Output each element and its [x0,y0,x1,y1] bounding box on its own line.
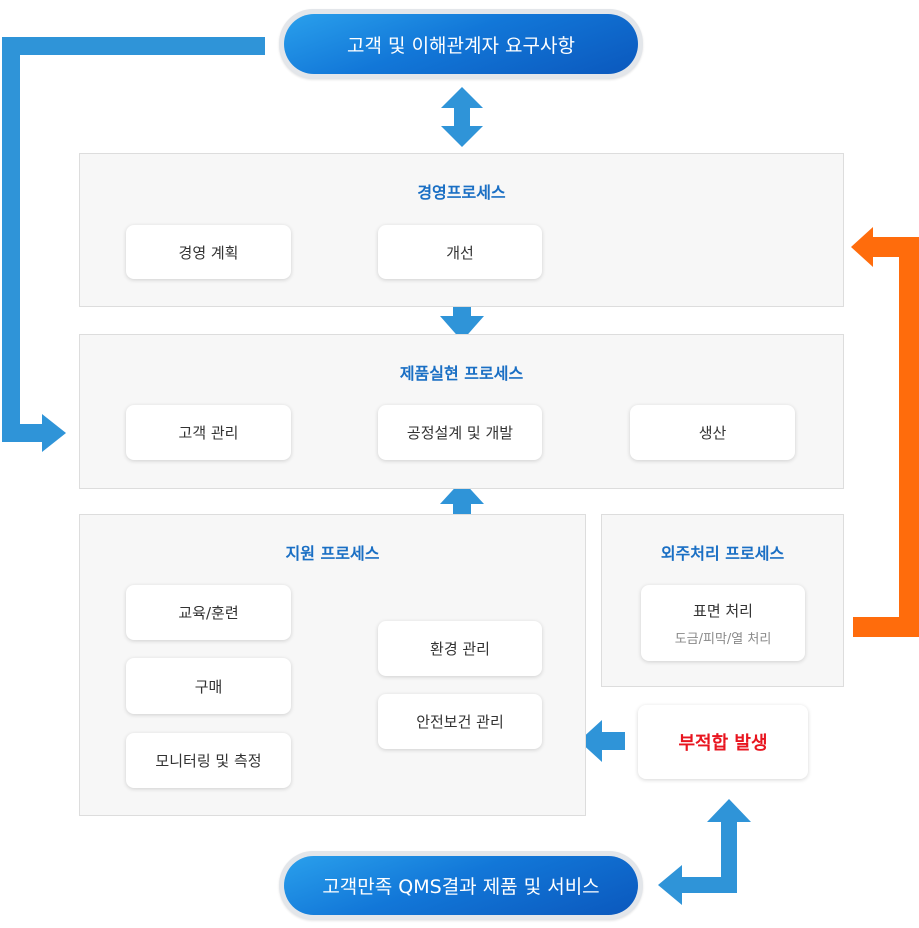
support-box-safety-label: 안전보건 관리 [416,713,504,731]
management-box-improve: 개선 [378,225,542,279]
support-box-training-label: 교육/훈련 [178,604,239,622]
bottom-pill-label: 고객만족 QMS결과 제품 및 서비스 [284,856,638,915]
realization-box-customer-label: 고객 관리 [178,424,239,442]
double-arrow-down-head [441,126,483,147]
down-arrow-head [440,316,484,341]
up-arrow-head [440,480,484,504]
bottom-pill: 고객만족 QMS결과 제품 및 서비스 [279,851,643,920]
outsourcing-box-title: 표면 처리 [693,601,753,620]
realization-box-design: 공정설계 및 개발 [378,405,542,460]
realization-process-title: 제품실현 프로세스 [399,364,524,383]
double-arrow-up-head [441,87,483,108]
outsourcing-box-subtitle: 도금/피막/열 처리 [674,631,772,647]
support-box-environment-label: 환경 관리 [430,640,490,658]
management-box-plan: 경영 계획 [126,225,291,279]
double-arrow-shaft [454,104,470,130]
realization-box-production: 생산 [630,405,795,460]
right-orange-arrowhead [851,227,873,267]
realization-box-production-label: 생산 [698,424,727,442]
realization-box-customer: 고객 관리 [126,405,291,460]
support-process-title: 지원 프로세스 [285,544,380,563]
support-box-training: 교육/훈련 [126,585,291,640]
support-box-purchasing: 구매 [126,658,291,714]
management-process-title: 경영프로세스 [417,183,506,202]
support-box-safety: 안전보건 관리 [378,694,542,749]
bottom-feedback-left-head [658,865,682,905]
support-box-purchasing-label: 구매 [194,677,223,696]
outsourcing-box-surface: 표면 처리 도금/피막/열 처리 [641,585,805,661]
realization-box-design-label: 공정설계 및 개발 [406,424,514,442]
nonconformity-label: 부적합 발생 [678,733,768,754]
left-feedback-arrowhead [42,414,66,452]
right-orange-arrow [853,237,919,637]
left-arrow-shaft [600,732,625,750]
bottom-feedback-arrow [681,821,737,893]
top-pill: 고객 및 이해관계자 요구사항 [279,9,643,79]
support-box-monitoring: 모니터링 및 측정 [126,733,291,788]
bottom-feedback-up-head [707,799,751,822]
nonconformity-box: 부적합 발생 [638,705,808,779]
top-pill-label: 고객 및 이해관계자 요구사항 [284,14,638,74]
management-box-improve-label: 개선 [446,243,474,262]
support-box-monitoring-label: 모니터링 및 측정 [155,752,262,770]
management-box-plan-label: 경영 계획 [178,243,239,262]
support-box-environment: 환경 관리 [378,621,542,676]
left-arrow-head [579,720,602,762]
outsourcing-process-title: 외주처리 프로세스 [660,544,785,563]
left-feedback-arrow [2,37,265,442]
